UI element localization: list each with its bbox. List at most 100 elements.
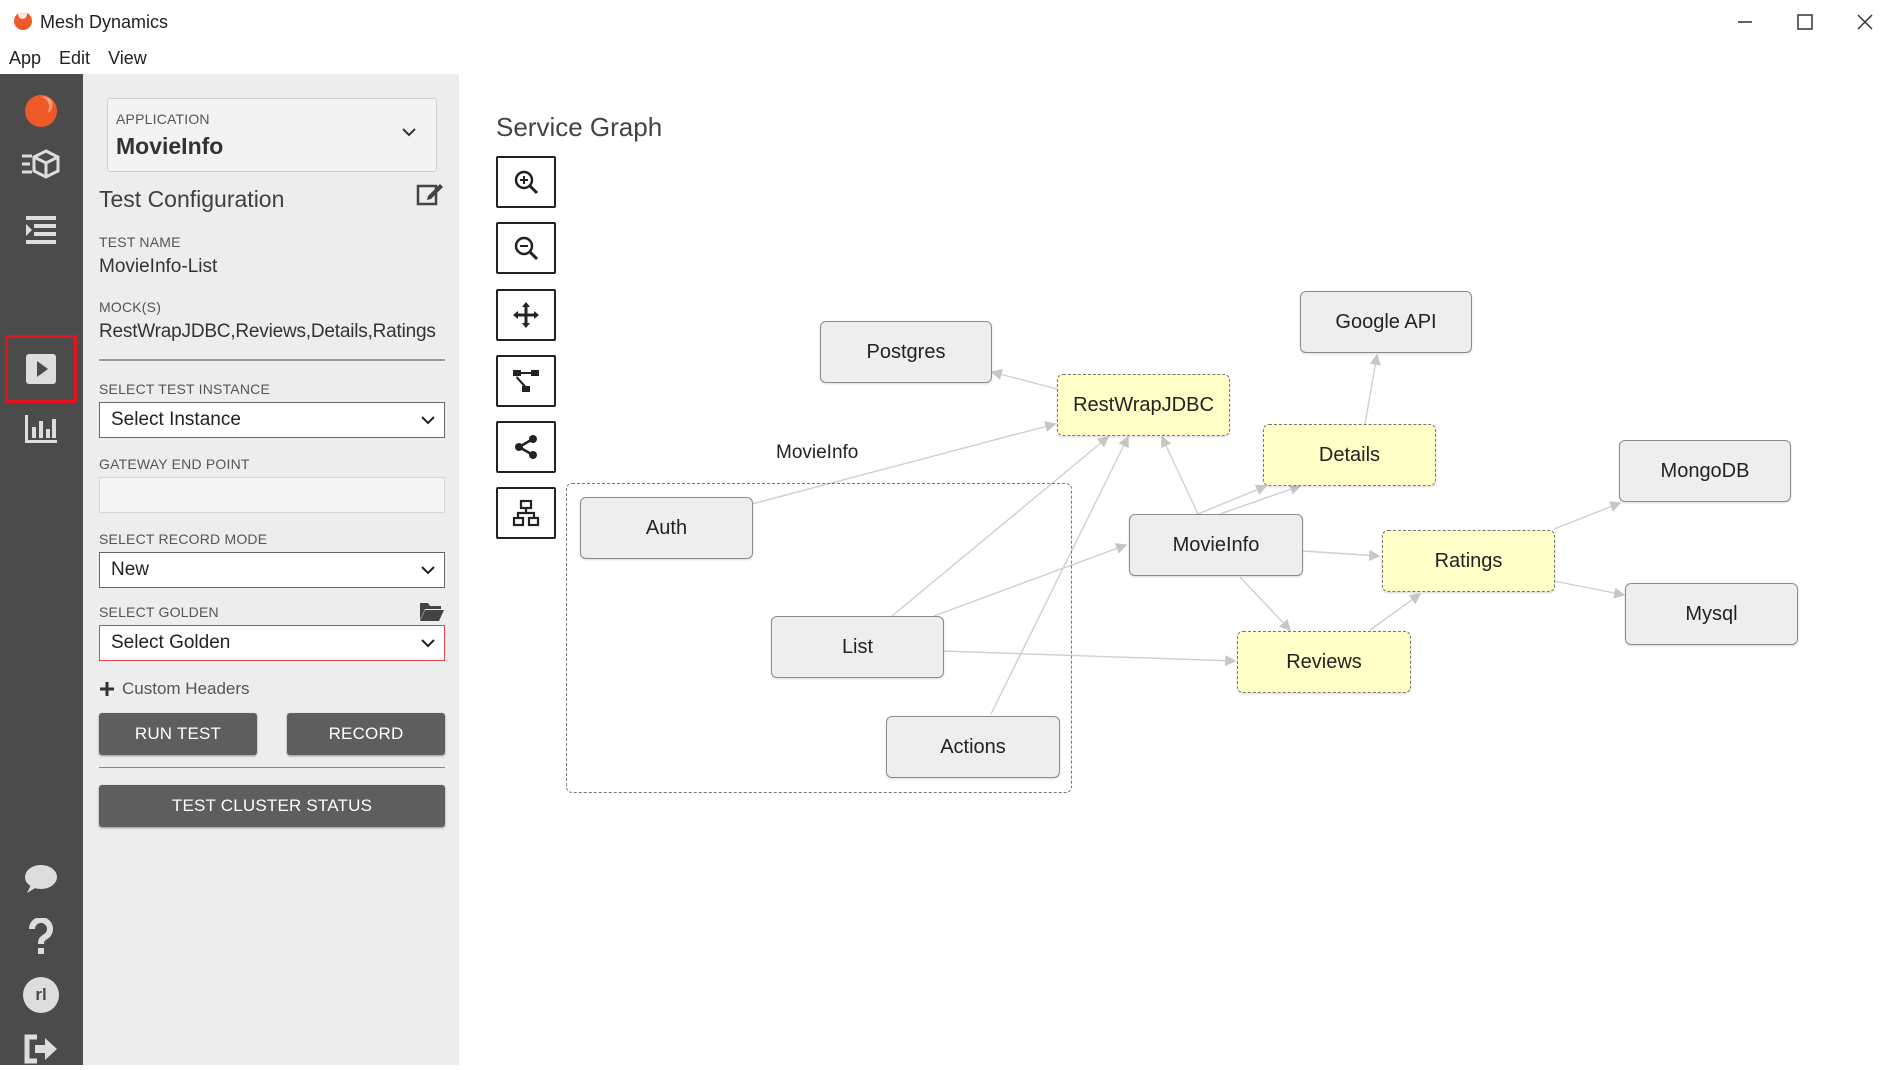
cluster-label: MovieInfo xyxy=(776,442,859,463)
chart-icon[interactable] xyxy=(20,408,62,450)
app-logo-icon xyxy=(14,10,32,30)
chat-icon[interactable] xyxy=(20,858,62,900)
maximize-icon xyxy=(1797,14,1813,30)
run-test-button[interactable]: RUN TEST xyxy=(99,713,257,755)
edge-movieinfo-details xyxy=(1197,484,1268,515)
node-postgres[interactable]: Postgres xyxy=(820,321,992,383)
test-name-value: MovieInfo-List xyxy=(99,256,218,277)
edge-list-movieinfo xyxy=(933,543,1128,617)
share-icon xyxy=(515,435,537,459)
chevron-down-icon xyxy=(421,416,435,425)
menu-view[interactable]: View xyxy=(108,48,147,68)
edge-details-googleapi xyxy=(1364,353,1381,425)
logo-icon[interactable] xyxy=(20,90,62,132)
mocks-value: RestWrapJDBC,Reviews,Details,Ratings xyxy=(99,321,436,342)
test-cluster-status-button[interactable]: TEST CLUSTER STATUS xyxy=(99,785,445,827)
edit-icon[interactable] xyxy=(416,180,444,208)
zoom-in-button[interactable] xyxy=(496,156,556,208)
menu-bar: App Edit View xyxy=(0,44,400,74)
edge-reviews-ratings xyxy=(1369,593,1422,631)
gateway-label: GATEWAY END POINT xyxy=(99,456,250,472)
avatar-initials: rl xyxy=(23,977,59,1013)
test-instance-select[interactable]: Select Instance xyxy=(99,402,445,438)
help-icon[interactable] xyxy=(20,916,62,958)
edge-movieinfo-ratings xyxy=(1302,549,1381,561)
play-icon[interactable] xyxy=(20,348,62,390)
node-mysql[interactable]: Mysql xyxy=(1625,583,1798,645)
instance-label: SELECT TEST INSTANCE xyxy=(99,381,271,397)
folder-open-icon[interactable] xyxy=(419,600,445,622)
node-list[interactable]: List xyxy=(771,616,944,678)
golden-select[interactable]: Select Golden xyxy=(99,625,445,661)
menu-app[interactable]: App xyxy=(9,48,42,68)
zoom-out-icon xyxy=(514,236,539,261)
node-actions[interactable]: Actions xyxy=(886,716,1060,778)
menu-edit[interactable]: Edit xyxy=(59,48,91,68)
page-title: Service Graph xyxy=(496,112,663,142)
node-google-api[interactable]: Google API xyxy=(1300,291,1472,353)
share-layout-button[interactable] xyxy=(496,421,556,473)
edge-movieinfo-reviews xyxy=(1239,576,1291,632)
zoom-in-icon xyxy=(514,170,539,195)
node-details[interactable]: Details xyxy=(1263,424,1436,486)
chevron-down-icon xyxy=(421,566,435,575)
hierarchy-icon xyxy=(513,370,539,392)
zoom-out-button[interactable] xyxy=(496,222,556,274)
list-icon[interactable] xyxy=(20,209,62,251)
edge-ratings-mysql xyxy=(1553,580,1626,599)
logout-icon[interactable] xyxy=(20,1028,62,1070)
minimize-icon xyxy=(1738,21,1752,23)
edge-ratings-mongodb xyxy=(1553,501,1622,530)
sitemap-icon xyxy=(512,499,540,527)
node-mongodb[interactable]: MongoDB xyxy=(1619,440,1791,502)
edge-movieinfo-details-2 xyxy=(1219,483,1302,515)
node-reviews[interactable]: Reviews xyxy=(1237,631,1411,693)
hierarchy-layout-button[interactable] xyxy=(496,355,556,407)
record-button[interactable]: RECORD xyxy=(287,713,445,755)
application-value: MovieInfo xyxy=(116,133,224,159)
move-icon xyxy=(513,302,539,328)
window-title: Mesh Dynamics xyxy=(40,12,169,32)
edge-list-restwrapjdbc xyxy=(891,436,1110,617)
cluster-group xyxy=(566,483,1072,793)
divider xyxy=(99,767,445,768)
node-auth[interactable]: Auth xyxy=(580,497,753,559)
application-label: APPLICATION xyxy=(116,111,210,127)
golden-label: SELECT GOLDEN xyxy=(99,604,219,620)
chevron-down-icon xyxy=(421,639,435,648)
application-select[interactable]: APPLICATION MovieInfo xyxy=(107,98,437,172)
services-icon[interactable] xyxy=(20,144,62,186)
close-icon xyxy=(1857,14,1873,30)
mocks-label: MOCK(S) xyxy=(99,299,162,315)
node-ratings[interactable]: Ratings xyxy=(1382,530,1555,592)
pan-button[interactable] xyxy=(496,289,556,341)
record-mode-label: SELECT RECORD MODE xyxy=(99,531,268,547)
edge-list-reviews xyxy=(941,650,1237,667)
edge-restwrapjdbc-postgres xyxy=(990,369,1058,390)
maximize-button[interactable] xyxy=(1780,6,1830,38)
record-mode-value: New xyxy=(111,559,150,580)
custom-headers-toggle[interactable]: Custom Headers xyxy=(99,679,250,699)
plus-icon xyxy=(100,682,114,696)
custom-headers-label: Custom Headers xyxy=(122,679,250,698)
close-button[interactable] xyxy=(1840,6,1890,38)
section-title: Test Configuration xyxy=(99,186,285,212)
tree-layout-button[interactable] xyxy=(496,487,556,539)
golden-value: Select Golden xyxy=(111,632,231,653)
avatar[interactable]: rl xyxy=(20,974,62,1016)
record-mode-select[interactable]: New xyxy=(99,552,445,588)
divider xyxy=(99,359,445,361)
title-bar: Mesh Dynamics xyxy=(0,0,1897,44)
test-instance-value: Select Instance xyxy=(111,409,241,430)
edge-actions-restwrapjdbc xyxy=(990,435,1129,715)
test-config-panel: APPLICATION MovieInfo Test Configuration… xyxy=(83,74,459,1065)
gateway-endpoint-input[interactable] xyxy=(99,477,445,513)
test-name-label: TEST NAME xyxy=(99,234,181,250)
node-restwrapjdbc[interactable]: RestWrapJDBC xyxy=(1057,374,1230,436)
edge-movieinfo-restwrapjdbc xyxy=(1161,435,1199,515)
active-nav-highlight xyxy=(5,335,77,403)
minimize-button[interactable] xyxy=(1720,6,1770,38)
chevron-down-icon xyxy=(402,128,416,137)
node-movieinfo[interactable]: MovieInfo xyxy=(1129,514,1303,576)
